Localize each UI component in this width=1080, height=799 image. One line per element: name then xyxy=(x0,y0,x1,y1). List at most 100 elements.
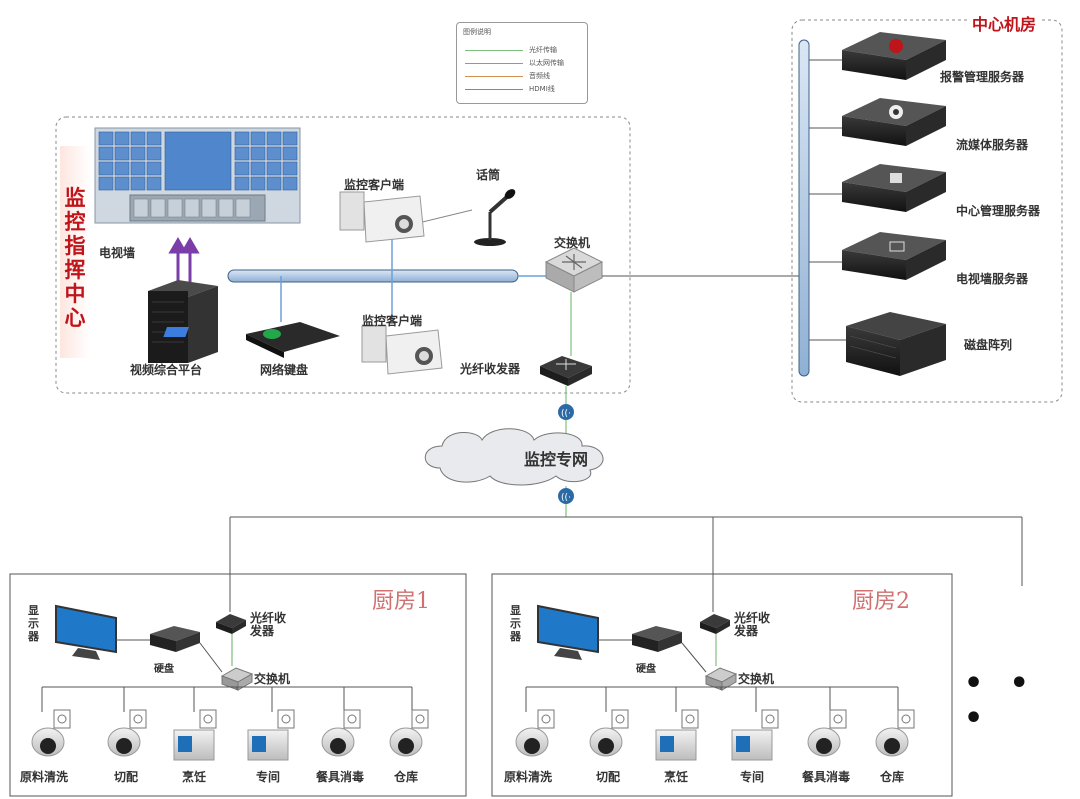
title-char: 心 xyxy=(64,306,86,330)
legend-label: 光纤传输 xyxy=(529,46,557,54)
microphone-icon xyxy=(474,189,516,246)
network-keyboard xyxy=(163,322,340,358)
legend-label: HDMI线 xyxy=(529,85,555,93)
fiber-node-icon-bottom xyxy=(558,488,574,504)
server-label: 磁盘阵列 xyxy=(964,338,1013,352)
cloud-label: 监控专网 xyxy=(524,450,589,469)
kitchen-2-camera-label: 仓库 xyxy=(879,770,905,784)
legend-swatch xyxy=(465,89,523,90)
kitchen-1-region xyxy=(9,573,467,797)
alarm-server xyxy=(842,32,946,80)
title-char: 中 xyxy=(64,282,86,306)
server-label: 报警管理服务器 xyxy=(940,70,1025,84)
kitchen-1-camera-6 xyxy=(389,709,429,757)
kitchen-1-camera-label: 烹饪 xyxy=(181,770,207,784)
kitchen-1-camera-4 xyxy=(247,709,295,761)
server-room-region xyxy=(791,19,1063,403)
switch-center xyxy=(544,247,604,293)
kitchen-1-switch-label: 交换机 xyxy=(254,672,291,686)
more-ellipsis: • • • xyxy=(964,666,1037,736)
kitchen-1-camera-label: 切配 xyxy=(113,770,139,784)
video-platform xyxy=(148,280,218,363)
network-keyboard-label: 网络键盘 xyxy=(260,363,309,377)
kitchen-2-transceiver-label: 光纤收发器 xyxy=(734,611,771,638)
legend-swatch xyxy=(465,50,523,51)
kitchen-2-camera-label: 餐具消毒 xyxy=(801,770,851,784)
legend-row: 光纤传输 xyxy=(465,45,583,55)
kitchen-2-camera-label: 切配 xyxy=(595,770,621,784)
cloud-icon xyxy=(424,428,604,486)
kitchen-1-display xyxy=(55,604,117,660)
server-room-title: 中心机房 xyxy=(968,11,1041,35)
title-char: 监 xyxy=(64,186,86,210)
switch-center-label: 交换机 xyxy=(554,236,591,250)
tv-wall-label: 电视墙 xyxy=(99,246,136,260)
kitchen-1-nvr xyxy=(150,626,200,652)
title-char: 挥 xyxy=(64,258,86,282)
server-label: 电视墙服务器 xyxy=(956,272,1029,286)
kitchen-1-camera-label: 原料清洗 xyxy=(19,770,69,784)
kitchen-1-camera-1 xyxy=(31,709,71,757)
fiber-transceiver-center-label: 光纤收发器 xyxy=(460,362,521,376)
kitchen-1-title: 厨房1 xyxy=(372,589,430,614)
client-top-label: 监控客户端 xyxy=(344,178,405,192)
server-room-bus xyxy=(798,39,810,377)
ethernet-bus xyxy=(227,269,519,283)
legend-title: 图例说明 xyxy=(463,28,491,36)
kitchen-1-camera-label: 餐具消毒 xyxy=(315,770,365,784)
kitchen-2-camera-5 xyxy=(807,709,847,757)
legend-label: 以太网传输 xyxy=(529,59,564,67)
streaming-server xyxy=(842,98,946,146)
legend-row: HDMI线 xyxy=(465,84,583,94)
kitchen-2-transceiver xyxy=(700,614,730,634)
legend-swatch xyxy=(465,76,523,77)
kitchen-2-camera-label: 专间 xyxy=(739,770,765,784)
tv-wall xyxy=(94,127,301,224)
kitchen-1-camera-5 xyxy=(321,709,361,757)
kitchen-2-camera-label: 烹饪 xyxy=(663,770,689,784)
kitchen-1-camera-3 xyxy=(173,709,217,761)
svg-text:((·: ((· xyxy=(561,409,571,419)
kitchen-2-camera-2 xyxy=(589,709,629,757)
legend-swatch xyxy=(465,63,523,64)
fiber-transceiver-center xyxy=(540,356,592,386)
kitchen-2-nvr-label: 硬盘 xyxy=(636,664,656,675)
kitchen-2-switch-label: 交换机 xyxy=(738,672,775,686)
kitchen-2-camera-4 xyxy=(731,709,779,761)
legend: 图例说明 光纤传输 以太网传输 音频线 HDMI线 xyxy=(456,22,588,104)
kitchen-2-camera-label: 原料清洗 xyxy=(503,770,553,784)
svg-text:((·: ((· xyxy=(561,493,571,503)
server-label: 中心管理服务器 xyxy=(956,204,1041,218)
monitoring-client-bottom xyxy=(361,325,443,375)
kitchen-1-camera-label: 仓库 xyxy=(393,770,419,784)
legend-row: 以太网传输 xyxy=(465,58,583,68)
client-bottom-label: 监控客户端 xyxy=(362,314,423,328)
kitchen-2-region xyxy=(491,573,953,797)
title-char: 指 xyxy=(64,234,86,258)
kitchen-2-title: 厨房2 xyxy=(852,589,910,614)
kitchen-1-camera-label: 专间 xyxy=(255,770,281,784)
hdmi-arrows xyxy=(168,237,200,285)
kitchen-1-transceiver-label: 光纤收发器 xyxy=(250,611,287,638)
legend-row: 音频线 xyxy=(465,71,583,81)
monitoring-client-top xyxy=(339,191,425,243)
video-platform-label: 视频综合平台 xyxy=(130,363,203,377)
legend-label: 音频线 xyxy=(529,72,550,80)
command-center-title: 监 控 指 挥 中 心 xyxy=(60,146,90,358)
kitchen-1-transceiver xyxy=(216,614,246,634)
fiber-node-icon-top xyxy=(558,404,574,420)
kitchen-2-camera-3 xyxy=(655,709,699,761)
kitchen-2-camera-1 xyxy=(515,709,555,757)
kitchen-2-display-label: 显示器 xyxy=(510,604,521,643)
central-management-server xyxy=(842,164,946,212)
microphone-label: 话筒 xyxy=(476,168,501,182)
server-label: 流媒体服务器 xyxy=(956,138,1029,152)
title-char: 控 xyxy=(64,210,86,234)
kitchen-1-nvr-label: 硬盘 xyxy=(154,664,174,675)
command-center-region xyxy=(55,116,631,394)
kitchen-2-display xyxy=(537,604,599,660)
tv-wall-server xyxy=(842,232,946,280)
kitchen-1-display-label: 显示器 xyxy=(28,604,39,643)
disk-array xyxy=(846,312,946,376)
